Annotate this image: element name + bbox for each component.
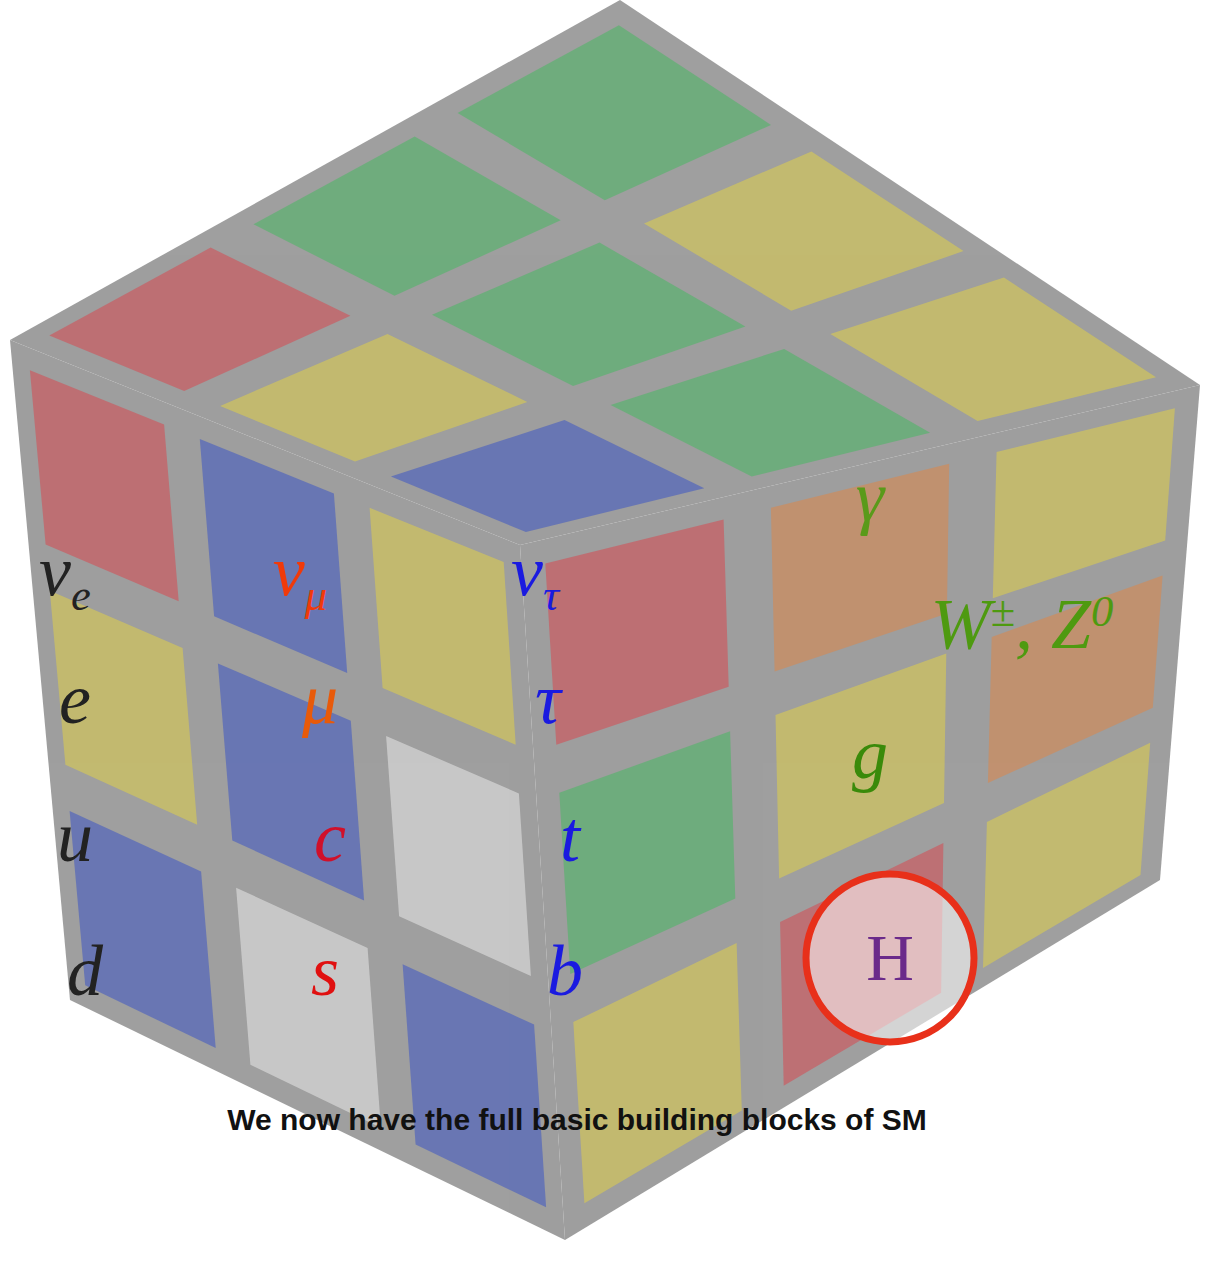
cube-stickers: [30, 25, 1175, 1207]
cube-sticker: [236, 888, 381, 1128]
particle-symbol: b: [547, 932, 583, 1011]
particle-symbol: τ: [535, 660, 561, 739]
cube-sticker: [432, 243, 745, 387]
particle-symbol: W±, Z0: [931, 585, 1114, 664]
cube-sticker: [220, 334, 527, 462]
cube-sticker: [458, 25, 771, 200]
cube-sticker: [559, 731, 735, 974]
cube-sticker: [983, 743, 1150, 968]
particle-symbol: ντ: [511, 532, 559, 611]
particle-symbol: e: [59, 660, 91, 739]
cube-sticker: [644, 151, 964, 310]
cube-sticker: [776, 653, 947, 878]
cube-sticker: [573, 943, 742, 1203]
cube-sticker: [830, 278, 1156, 422]
highlight-circle: H: [801, 869, 979, 1047]
particle-symbol: γ: [856, 458, 884, 537]
particle-symbol: u: [57, 798, 93, 877]
caption: We now have the full basic building bloc…: [227, 1102, 927, 1138]
cube-sticker: [218, 663, 364, 900]
cube-body: [10, 0, 1200, 1240]
cube-sticker: [253, 136, 560, 295]
particle-symbol: μ: [302, 660, 338, 739]
particle-symbol: H: [866, 922, 914, 995]
cube-sticker: [200, 439, 347, 673]
particle-symbol: t: [560, 798, 580, 877]
particle-symbol: d: [67, 932, 103, 1011]
cube-sticker: [993, 408, 1175, 598]
particle-symbol: s: [311, 932, 339, 1011]
cube-sticker: [50, 591, 197, 825]
cube-sticker: [370, 508, 516, 745]
particle-symbol: νμ: [273, 532, 327, 611]
cube-sticker: [403, 964, 546, 1207]
circle-outline: [806, 874, 974, 1042]
cube-sticker: [386, 736, 531, 976]
cube-sticker: [391, 420, 704, 532]
cube-sticker: [545, 520, 728, 745]
particle-symbol: g: [852, 715, 888, 794]
particle-symbol: νe: [39, 532, 91, 611]
particle-symbol: c: [314, 798, 346, 877]
